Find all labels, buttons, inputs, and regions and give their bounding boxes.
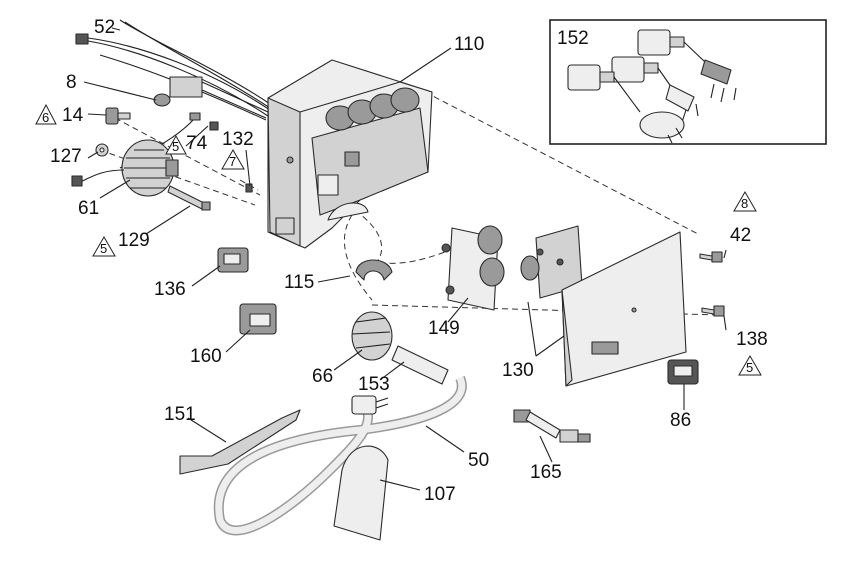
part-8-grommet (153, 93, 171, 107)
callout-8: 8 (66, 72, 77, 93)
part-42-screw (699, 251, 723, 263)
callout-42: 42 (730, 225, 751, 246)
part-132-screw (245, 183, 253, 193)
callout-leader-lines (83, 27, 727, 491)
callout-136: 136 (154, 279, 186, 300)
part-127-washer (95, 143, 109, 157)
part-151-strip (179, 409, 301, 475)
svg-text:5: 5 (100, 241, 107, 256)
part-136-switch (217, 247, 249, 273)
part-129-bolt (167, 185, 211, 211)
callout-129: 129 (118, 230, 150, 251)
plug-adapter-2 (611, 56, 699, 123)
part-61-transformer (71, 139, 179, 197)
callout-86: 86 (670, 410, 691, 431)
callout-151: 151 (164, 404, 196, 425)
plug-adapter-3 (567, 64, 685, 144)
part-165-fuse-holder (513, 409, 591, 443)
callout-14: 14 (62, 105, 84, 126)
callout-66: 66 (312, 366, 333, 387)
warning-triangle-5a: 5 (165, 134, 187, 155)
callout-153: 153 (358, 374, 390, 395)
part-86-switch (667, 359, 699, 385)
part-66-strain-relief (351, 311, 393, 361)
main-housing (267, 59, 433, 249)
part-107-tag (333, 445, 389, 541)
callout-138: 138 (736, 329, 768, 350)
callout-127: 127 (50, 146, 82, 167)
svg-text:8: 8 (741, 196, 748, 211)
inset-label: 152 (557, 28, 589, 49)
callout-130: 130 (502, 360, 534, 381)
callout-160: 160 (190, 346, 222, 367)
plug-adapter-1 (637, 29, 737, 103)
callout-107: 107 (424, 484, 456, 505)
part-130-cover (561, 231, 687, 387)
svg-text:6: 6 (42, 110, 49, 125)
svg-text:5: 5 (746, 360, 753, 375)
callout-labels: 52 8 14 127 74 132 110 61 129 136 115 14… (50, 17, 768, 505)
part-149-board (441, 225, 505, 311)
callout-74: 74 (186, 133, 208, 154)
warning-triangle-7: 7 (221, 149, 245, 170)
svg-text:5: 5 (172, 139, 179, 154)
warning-triangle-5b: 5 (92, 236, 116, 257)
callout-50: 50 (468, 450, 489, 471)
warning-triangle-6: 6 (35, 103, 57, 125)
callout-149: 149 (428, 318, 460, 339)
callout-165: 165 (530, 462, 562, 483)
part-160-switch (239, 303, 277, 335)
warning-triangle-5c: 5 (738, 355, 762, 376)
part-130-board (520, 225, 583, 299)
part-138-screw (701, 305, 725, 317)
callout-115: 115 (284, 272, 314, 293)
callout-52: 52 (94, 17, 115, 38)
warning-triangle-8: 8 (733, 191, 757, 212)
inset-plug-adapters: 152 (549, 19, 827, 145)
wire-harness (75, 19, 271, 121)
callout-110: 110 (454, 34, 484, 55)
svg-text:7: 7 (229, 154, 236, 169)
callout-61: 61 (78, 198, 99, 219)
part-14-screw (105, 107, 131, 125)
part-115-clip (355, 259, 393, 281)
callout-132: 132 (222, 129, 254, 150)
part-50-power-cord (213, 375, 467, 536)
part-153-tube (391, 345, 449, 385)
